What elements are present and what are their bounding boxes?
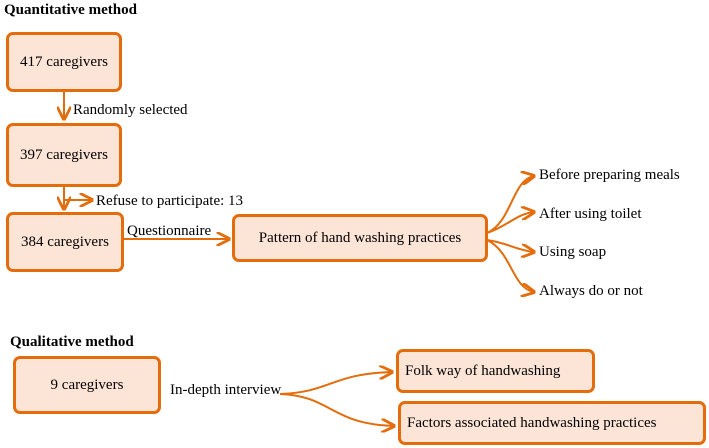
interview-label: In-depth interview — [170, 382, 282, 398]
arrow-folk-way — [279, 372, 392, 395]
participants-box: 384 caregivers — [6, 212, 124, 272]
arrow-factors — [279, 393, 394, 426]
randomly-selected-label: Randomly selected — [73, 102, 188, 118]
outcome-after-toilet: After using toilet — [539, 206, 642, 222]
factors-label: Factors associated handwashing practices — [407, 414, 657, 431]
arrow-outcome-2 — [486, 212, 534, 234]
population-label: 417 caregivers — [20, 53, 108, 70]
quantitative-heading: Quantitative method — [4, 2, 137, 18]
outcome-always-or-not: Always do or not — [539, 283, 643, 299]
folk-way-box: Folk way of handwashing — [396, 349, 595, 393]
selected-label: 397 caregivers — [20, 146, 108, 163]
arrow-outcome-4 — [486, 239, 534, 292]
arrow-refuse — [63, 195, 92, 200]
qualitative-participants-label: 9 caregivers — [50, 376, 124, 393]
folk-way-label: Folk way of handwashing — [405, 362, 561, 379]
outcome-before-meals: Before preparing meals — [539, 167, 680, 183]
arrow-outcome-3 — [486, 239, 534, 252]
selected-box: 397 caregivers — [6, 123, 122, 187]
refuse-label: Refuse to participate: 13 — [96, 193, 244, 209]
questionnaire-label: Questionnaire — [127, 223, 212, 239]
qualitative-participants-box: 9 caregivers — [13, 356, 161, 414]
participants-label: 384 caregivers — [21, 233, 109, 250]
factors-box: Factors associated handwashing practices — [398, 401, 706, 445]
pattern-label: Pattern of hand washing practices — [258, 229, 462, 246]
qualitative-heading: Qualitative method — [10, 334, 134, 350]
arrow-outcome-1 — [486, 176, 534, 234]
population-box: 417 caregivers — [6, 32, 122, 92]
pattern-box: Pattern of hand washing practices — [232, 214, 488, 262]
outcome-using-soap: Using soap — [539, 244, 607, 260]
